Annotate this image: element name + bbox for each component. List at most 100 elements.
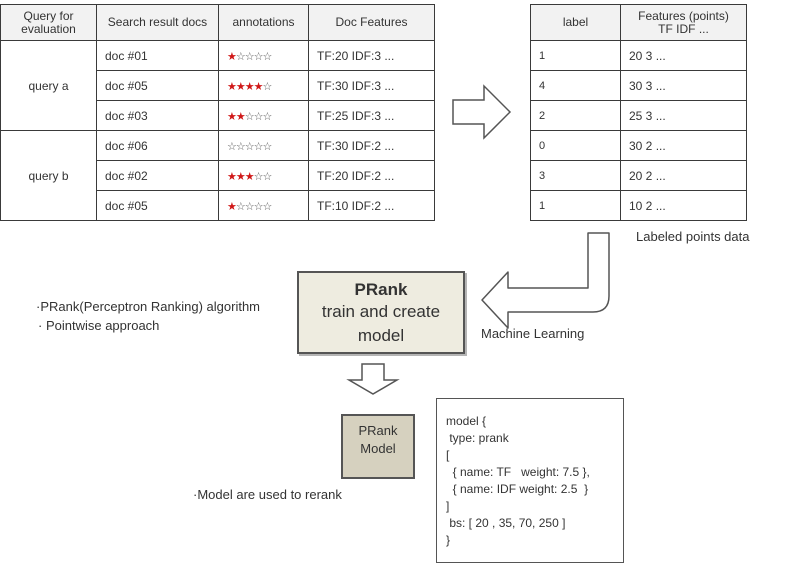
- empty-star-icon: ☆: [253, 49, 264, 63]
- header-query: Query for evaluation: [0, 4, 97, 41]
- filled-star-icon: ★: [227, 79, 237, 93]
- star-rating-icon: ☆☆☆☆☆: [227, 139, 273, 153]
- table-row: doc #02★★★☆☆TF:20 IDF:2 ...: [1, 160, 435, 191]
- header-doc-features: Doc Features: [308, 4, 435, 41]
- feature-points: 10 2 ...: [620, 190, 747, 221]
- empty-star-icon: ☆: [262, 139, 273, 153]
- code-line: type: prank: [446, 431, 509, 445]
- empty-star-icon: ☆: [235, 49, 246, 63]
- empty-star-icon: ☆: [244, 139, 255, 153]
- star-rating-icon: ★☆☆☆☆: [227, 199, 273, 213]
- bullet-pointwise: · Pointwise approach: [38, 318, 160, 333]
- code-line: }: [446, 533, 451, 547]
- prank-model-document: PRank Model: [341, 414, 415, 479]
- model-doc-line-1: PRank: [358, 423, 398, 438]
- prank-box: PRank train and create model: [297, 271, 465, 354]
- doc-id: doc #05: [96, 70, 219, 101]
- filled-star-icon: ★: [227, 199, 237, 213]
- query-table: Query for evaluation Search result docs …: [0, 4, 435, 221]
- filled-star-icon: ★: [235, 109, 246, 123]
- empty-star-icon: ☆: [253, 169, 264, 183]
- filled-star-icon: ★: [227, 169, 237, 183]
- filled-star-icon: ★: [253, 79, 264, 93]
- label-value: 2: [530, 100, 621, 131]
- doc-features: TF:10 IDF:2 ...: [308, 190, 435, 221]
- annotation-stars: ★★★★☆: [218, 70, 309, 101]
- bullet-algorithm-text: PRank(Perceptron Ranking) algorithm: [40, 299, 260, 314]
- star-rating-icon: ★★★★☆: [227, 79, 273, 93]
- doc-features: TF:30 IDF:2 ...: [308, 130, 435, 161]
- star-rating-icon: ★★☆☆☆: [227, 109, 273, 123]
- feature-points: 20 2 ...: [620, 160, 747, 191]
- empty-star-icon: ☆: [262, 199, 273, 213]
- filled-star-icon: ★: [244, 169, 255, 183]
- empty-star-icon: ☆: [262, 49, 273, 63]
- doc-features: TF:20 IDF:3 ...: [308, 40, 435, 71]
- bullet-algorithm: ·PRank(Perceptron Ranking) algorithm: [36, 299, 260, 314]
- empty-star-icon: ☆: [244, 199, 255, 213]
- star-rating-icon: ★☆☆☆☆: [227, 49, 273, 63]
- annotation-stars: ★★★☆☆: [218, 160, 309, 191]
- prank-description: train and create model: [299, 300, 463, 348]
- code-line: bs: [ 20 , 35, 70, 250 ]: [446, 516, 566, 530]
- header-docs: Search result docs: [96, 4, 219, 41]
- feature-points: 25 3 ...: [620, 100, 747, 131]
- prank-line-1: train and create: [321, 302, 441, 321]
- filled-star-icon: ★: [244, 79, 255, 93]
- code-line: model {: [446, 414, 487, 428]
- model-note-text: Model are used to rerank: [197, 487, 342, 502]
- doc-id: doc #05: [96, 190, 219, 221]
- header-label: label: [530, 4, 621, 41]
- model-code-box: model { type: prank [ { name: TF weight: …: [436, 398, 624, 563]
- query-name: query a: [0, 40, 97, 131]
- table-row: doc #03 ★★☆☆☆ TF:25 IDF:3 ...: [1, 100, 435, 131]
- empty-star-icon: ☆: [262, 79, 273, 93]
- empty-star-icon: ☆: [253, 109, 264, 123]
- label-value: 0: [530, 130, 621, 161]
- model-doc-line-2: Model: [360, 441, 396, 456]
- empty-star-icon: ☆: [262, 169, 273, 183]
- annotation-stars: ☆☆☆☆☆: [218, 130, 309, 161]
- empty-star-icon: ☆: [253, 139, 264, 153]
- filled-star-icon: ★: [235, 169, 246, 183]
- model-note: ·Model are used to rerank: [193, 487, 342, 502]
- query-table-header: Query for evaluation Search result docs …: [0, 4, 435, 41]
- header-annotations: annotations: [218, 4, 309, 41]
- filled-star-icon: ★: [227, 49, 237, 63]
- feature-points: 20 3 ...: [620, 40, 747, 71]
- filled-star-icon: ★: [235, 79, 246, 93]
- annotation-stars: ★☆☆☆☆: [218, 190, 309, 221]
- code-line: { name: TF weight: 7.5 },: [446, 465, 590, 479]
- table-row: doc #05★☆☆☆☆TF:10 IDF:2 ...: [1, 190, 435, 221]
- code-line: { name: IDF weight: 2.5 }: [446, 482, 589, 496]
- empty-star-icon: ☆: [262, 109, 273, 123]
- empty-star-icon: ☆: [235, 199, 246, 213]
- star-rating-icon: ★★★☆☆: [227, 169, 273, 183]
- prank-title: PRank: [354, 280, 408, 299]
- label-table-header: label Features (points) TF IDF ...: [530, 4, 747, 41]
- empty-star-icon: ☆: [227, 139, 237, 153]
- code-line: ]: [446, 499, 450, 513]
- labeled-points-caption: Labeled points data: [636, 229, 750, 244]
- header-feature-points: Features (points) TF IDF ...: [620, 4, 747, 41]
- doc-features: TF:25 IDF:3 ...: [308, 100, 435, 131]
- empty-star-icon: ☆: [235, 139, 246, 153]
- code-line: [: [446, 448, 450, 462]
- doc-id: doc #03: [96, 100, 219, 131]
- empty-star-icon: ☆: [244, 49, 255, 63]
- label-value: 3: [530, 160, 621, 191]
- empty-star-icon: ☆: [253, 199, 264, 213]
- machine-learning-caption: Machine Learning: [481, 326, 585, 341]
- prank-line-2: model: [357, 326, 405, 345]
- empty-star-icon: ☆: [244, 109, 255, 123]
